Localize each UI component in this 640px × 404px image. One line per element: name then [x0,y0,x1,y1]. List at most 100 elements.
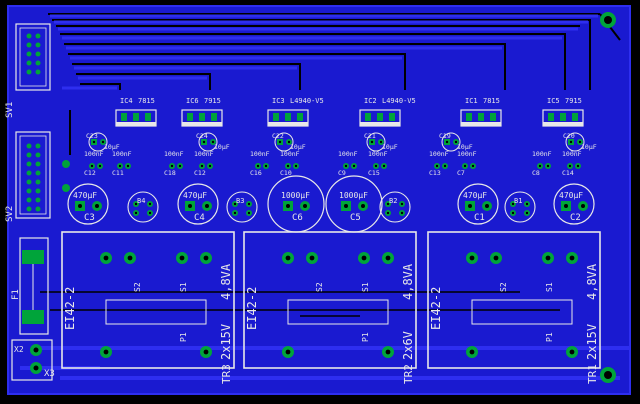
regulator-ref: IC3 [272,97,285,105]
pad-icon [26,42,32,48]
cap-value: 100nF [194,150,214,158]
capacitor-icon[interactable]: C19 10µF [439,132,473,152]
cap-ref: C20 [563,132,575,140]
pad-icon [35,197,41,203]
cap-ref: C23 [86,132,98,140]
regulator-ic5[interactable]: IC5 7915 [542,97,584,127]
cap-ref: C8 [532,169,540,177]
cap-value: 100nF [457,150,477,158]
bridge-rectifier-icon[interactable]: B2 [379,191,411,223]
pad-icon [35,152,41,158]
sv1-label: SV1 [5,102,15,118]
cap-value: 10µF [457,143,473,151]
cap-ref: C15 [368,169,380,177]
pad-icon [35,69,41,75]
pad-icon [389,113,395,121]
regulator-ref: IC5 [547,97,560,105]
pad-icon [35,161,41,167]
transformer-p1: P1 [179,332,188,342]
sv2-pins [26,143,41,212]
bus-traces [48,13,621,155]
bridge-rectifier-icon[interactable]: B4 [127,191,159,223]
regulator-part: 7915 [565,97,582,105]
pad-icon [273,113,279,121]
pad-icon [26,51,32,57]
pad-icon [199,113,205,121]
x2-label: X2 [14,345,24,354]
cap-value: 10µF [382,143,398,151]
bridge-rectifier-icon[interactable]: B3 [226,191,258,223]
pad-icon [121,113,127,121]
pad-icon [365,113,371,121]
cap-value: 10µF [214,143,230,151]
pad-icon [35,188,41,194]
pad-icon [26,69,32,75]
x3-label: X3 [44,369,55,379]
fuse-icon[interactable] [19,237,49,335]
pad-icon [26,33,32,39]
transformer-s2: S2 [133,282,142,292]
transformer-ref: TR3 [220,364,233,384]
terminal-x2[interactable] [11,339,53,381]
pad-icon [26,152,32,158]
cap-ref: C6 [292,213,303,223]
transformer-s2: S2 [315,282,324,292]
transformer-rating: 4,8VA [401,263,415,300]
header-connector-icon[interactable] [15,23,51,91]
pad-icon [35,60,41,66]
sv2-label: SV2 [5,206,15,222]
cap-value: 100nF [562,150,582,158]
capacitor-icon[interactable]: C20 10µF [563,132,597,152]
pad-icon [297,113,303,121]
ceramic-cap[interactable]: 100nF C12 [84,150,104,177]
pad-icon [285,113,291,121]
cap-ref: C12 [84,169,96,177]
regulator-ref: IC1 [465,97,478,105]
cap-ref: C19 [439,132,451,140]
pad-icon [35,51,41,57]
cap-value: 100nF [84,150,104,158]
cap-value: 100nF [250,150,270,158]
regulator-part: 7915 [204,97,221,105]
pad-icon [35,143,41,149]
transformer-ref: TR1 [586,364,599,384]
pad-icon [490,113,496,121]
pad-icon [133,113,139,121]
cap-value: 10µF [581,143,597,151]
bridge-rectifier-icon[interactable]: B1 [504,191,536,223]
cap-value: 470µF [559,191,583,200]
transformer-s2: S2 [499,282,508,292]
header-connector-icon[interactable] [15,131,51,219]
transformer-secondary: 2x15V [219,324,233,360]
pad-icon [145,113,151,121]
